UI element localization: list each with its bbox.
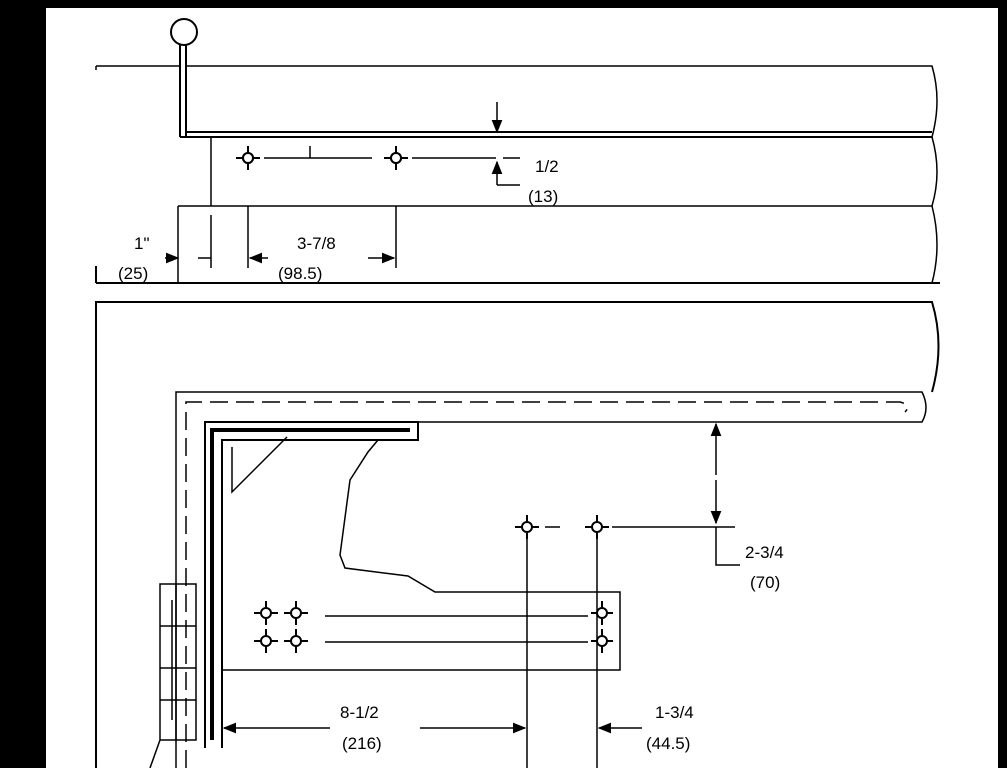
hinge-stack: [149, 583, 197, 769]
dim-bottom-horizontal-metric: (216): [342, 734, 382, 753]
dim-top-vertical-metric: (13): [528, 187, 558, 206]
mounting-hole-icon: [585, 515, 609, 539]
middle-band: [210, 136, 938, 207]
mounting-hole-icon: [384, 146, 408, 170]
mounting-hole-icon: [591, 601, 613, 625]
mounting-hole-icon: [591, 629, 613, 653]
bracket-body: [222, 439, 621, 671]
dim-bottom-vertical-fraction: 2-3/4: [745, 543, 784, 562]
bottom-view: [95, 301, 940, 769]
mounting-hole-icon: [284, 601, 308, 625]
dim-top-spacing-metric: (98.5): [278, 264, 322, 283]
dim-bottom-horizontal-fraction: 8-1/2: [340, 703, 379, 722]
mounting-hole-icon: [254, 629, 278, 653]
mounting-hole-icon: [254, 601, 278, 625]
dim-top-vertical-fraction: 1/2: [535, 157, 559, 176]
dim-top-edge-fraction: 1": [134, 234, 150, 253]
mounting-hole-icon: [236, 146, 260, 170]
top-rail: [95, 65, 938, 138]
lower-band: [177, 205, 938, 284]
dim-bottom-vertical-metric: (70): [750, 573, 780, 592]
dim-bottom-spacing-fraction: 1-3/4: [655, 703, 694, 722]
mounting-hole-icon: [515, 515, 539, 539]
top-view-holes: [236, 146, 408, 170]
bottom-view-holes: [254, 515, 613, 653]
cabinet-outline: [95, 301, 940, 768]
dim-top-edge-metric: (25): [118, 264, 148, 283]
mounting-hole-icon: [284, 629, 308, 653]
top-view: [95, 18, 940, 284]
dim-bottom-spacing-metric: (44.5): [646, 734, 690, 753]
hinge-knob: [170, 18, 198, 46]
dim-top-spacing-fraction: 3-7/8: [297, 234, 336, 253]
